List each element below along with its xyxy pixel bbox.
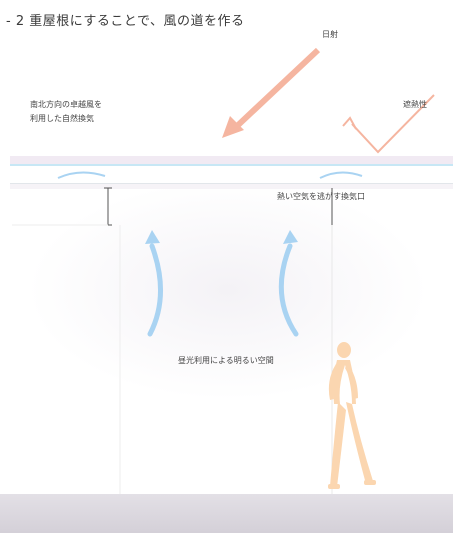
person-silhouette (328, 342, 376, 489)
sun-arrow (222, 47, 321, 138)
vent-opening-label: 熱い空気を逃がす換気口 (277, 192, 365, 201)
vent-airflow-left (57, 171, 106, 179)
bright-space-label: 昼光利用による明るい空間 (178, 356, 274, 365)
natural-ventilation-label: 南北方向の卓越風を 利用した自然換気 (30, 98, 102, 126)
floor (0, 494, 453, 533)
airflow-arrow-right (278, 230, 299, 337)
natural-ventilation-line1: 南北方向の卓越風を (30, 100, 102, 109)
vent-airflow-right (319, 171, 363, 179)
upper-roof-band (10, 156, 453, 165)
diagram-title: - 2 重屋根にすることで、風の道を作る (6, 14, 245, 29)
natural-ventilation-line2: 利用した自然換気 (30, 114, 94, 123)
airflow-arrow-left (145, 230, 163, 337)
reflection-arrow (342, 94, 435, 154)
lower-roof-band (10, 184, 453, 189)
shading-label: 遮熱性 (403, 100, 427, 109)
sunlight-label: 日射 (322, 30, 338, 39)
interior-glow (28, 180, 428, 400)
